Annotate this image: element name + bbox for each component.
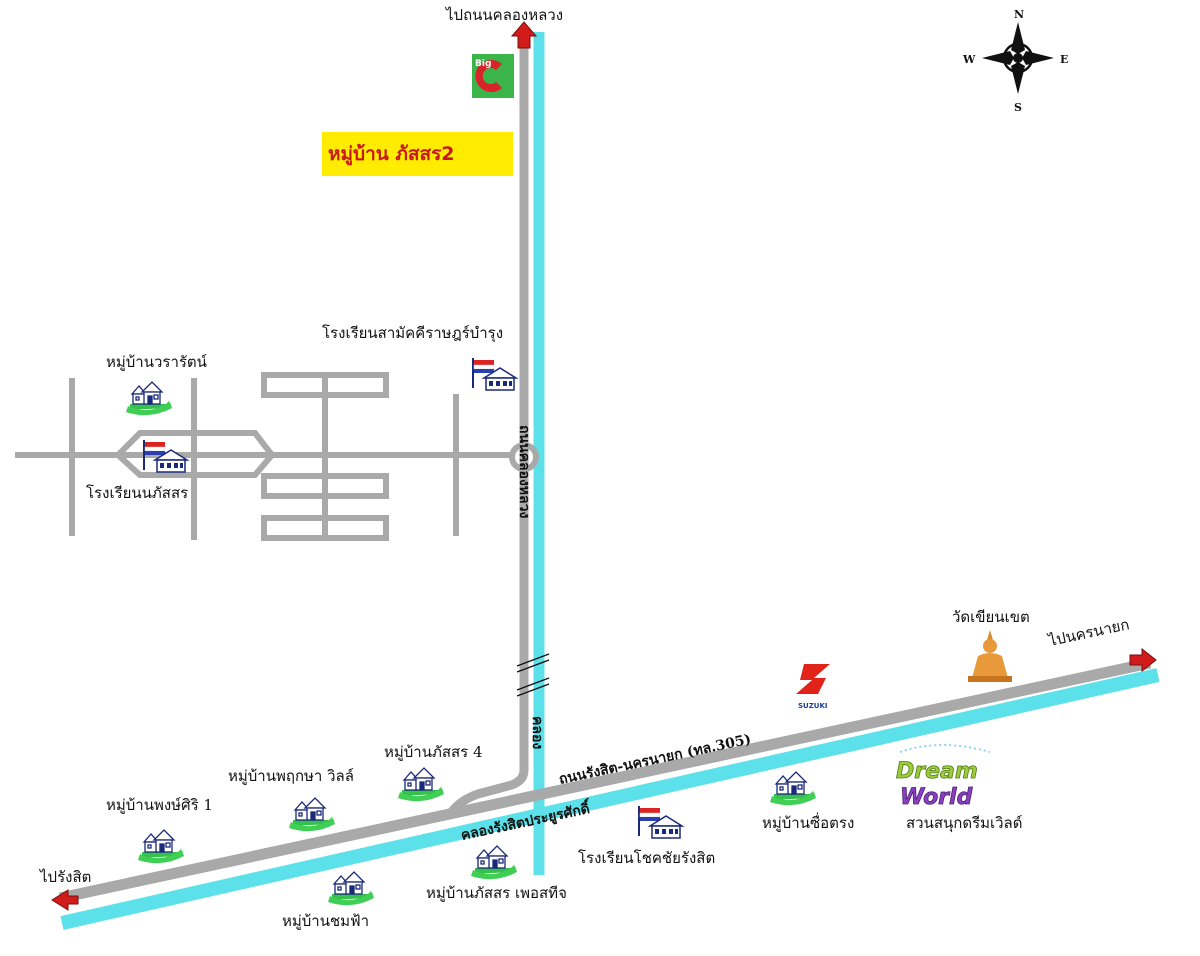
top-destination-label: ไปถนนคลองหลวง xyxy=(445,6,563,24)
school-top-label: โรงเรียนสามัคคีราษฎร์บำรุง xyxy=(322,324,503,343)
arrow-up-icon xyxy=(510,21,538,49)
village-pruksa-label: หมู่บ้านพฤกษา วิลล์ xyxy=(228,767,354,785)
svg-text:SUZUKI: SUZUKI xyxy=(798,702,828,710)
right-destination-label: ไปนครนายก xyxy=(1046,615,1131,650)
house-icon xyxy=(327,871,375,906)
title-box: หมู่บ้าน ภัสสร2 xyxy=(322,132,513,176)
village-pasorn-perfect-label: หมู่บ้านภัสสร เพอสทีจ xyxy=(426,884,567,902)
vertical-canal-label: คลอง xyxy=(529,716,545,749)
compass-n: N xyxy=(1014,8,1024,21)
compass-e: E xyxy=(1060,53,1068,66)
school-icon xyxy=(471,357,517,391)
vertical-road-label: ถนนคลองหลวง xyxy=(516,425,532,518)
road-layer xyxy=(15,40,1152,904)
compass-s: S xyxy=(1014,101,1022,114)
bridge-mark xyxy=(516,653,550,697)
dreamworld-logo: Dream World xyxy=(896,744,991,810)
house-icon xyxy=(397,767,445,802)
main-canal xyxy=(60,668,1160,930)
village-suetrong-label: หมู่บ้านซื่อตรง xyxy=(762,812,854,832)
village-chomfa-label: หมู่บ้านชมฟ้า xyxy=(282,912,369,930)
house-icon xyxy=(125,381,173,416)
map-title: หมู่บ้าน ภัสสร2 xyxy=(328,143,455,166)
svg-text:Big: Big xyxy=(475,59,491,69)
house-icon xyxy=(470,845,518,880)
village-worarat-label: หมู่บ้านวรารัตน์ xyxy=(106,353,207,371)
big-c-logo: Big xyxy=(472,54,514,98)
main-road xyxy=(58,657,1152,904)
buddha-statue-icon xyxy=(968,630,1012,682)
school-chokchai-label: โรงเรียนโชคชัยรังสิต xyxy=(578,849,715,867)
house-icon xyxy=(769,771,817,806)
oval-street xyxy=(113,430,276,478)
village-pongsiri-label: หมู่บ้านพงษ์ศิริ 1 xyxy=(106,796,213,814)
house-icon xyxy=(137,829,185,864)
svg-text:World: World xyxy=(900,785,973,810)
school-nopparat-label: โรงเรียนนภัสสร xyxy=(86,484,188,502)
compass-w: W xyxy=(962,53,976,66)
suzuki-logo: SUZUKI xyxy=(796,664,830,710)
dreamworld-label: สวนสนุกดรีมเวิลด์ xyxy=(906,814,1023,833)
roundabout xyxy=(509,442,539,472)
house-icon xyxy=(288,797,336,832)
left-destination-label: ไปรังสิต xyxy=(39,868,91,886)
compass-rose-icon: N S E W xyxy=(962,8,1068,114)
arrow-left-icon xyxy=(51,889,79,911)
canal-layer xyxy=(60,32,1160,930)
temple-label: วัดเขียนเขต xyxy=(952,608,1030,626)
svg-text:Dream: Dream xyxy=(896,759,978,784)
arrow-right-icon xyxy=(1129,647,1157,673)
vertical-road xyxy=(446,40,529,817)
school-icon xyxy=(637,805,683,839)
village-pasorn4-label: หมู่บ้านภัสสร 4 xyxy=(384,743,483,761)
